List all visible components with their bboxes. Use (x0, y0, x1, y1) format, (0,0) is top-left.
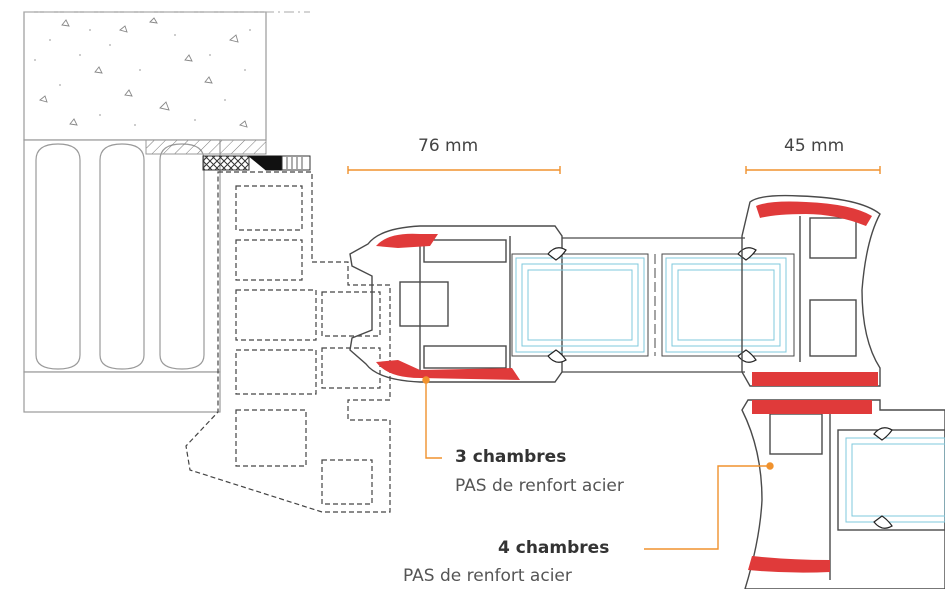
glazing-unit (511, 237, 795, 373)
callout-subtitle-3-chambres: PAS de renfort acier (455, 476, 624, 496)
wall-section (23, 11, 311, 413)
leader-4-chambres (644, 462, 774, 550)
lower-glazing (845, 437, 945, 523)
seal-crosshatch (202, 155, 250, 171)
callout-title-3-chambres: 3 chambres (455, 447, 567, 467)
callout-title-4-chambres: 4 chambres (498, 538, 610, 558)
dimension-45mm (745, 166, 881, 174)
hatched-lintel (145, 139, 267, 155)
dimension-label-45mm: 45 mm (784, 136, 845, 156)
glazing-gaskets (547, 247, 757, 363)
concrete-aggregate (39, 17, 248, 128)
frame-profile-76mm (349, 225, 563, 383)
leader-3-chambres (422, 376, 442, 459)
dimension-label-76mm: 76 mm (418, 136, 479, 156)
dimension-76mm (347, 166, 561, 174)
sash-seal-red-top (756, 201, 872, 226)
frame-seal-red-top (376, 233, 438, 248)
sash-seal-red-bottom (752, 372, 878, 386)
lower-sash-seal-red-bottom (748, 556, 830, 573)
callout-subtitle-4-chambres: PAS de renfort acier (403, 566, 572, 586)
insulation-layer (23, 139, 221, 373)
seal-black-strip (247, 155, 283, 171)
sash-profile-45mm (741, 194, 881, 387)
concrete-dots (34, 29, 251, 126)
concrete-block (23, 11, 267, 141)
seal-compriband (281, 155, 311, 171)
frame-seal-red-bottom (376, 360, 520, 380)
lower-sash-seal-red-top (752, 400, 872, 414)
plaster-layer (23, 371, 221, 413)
